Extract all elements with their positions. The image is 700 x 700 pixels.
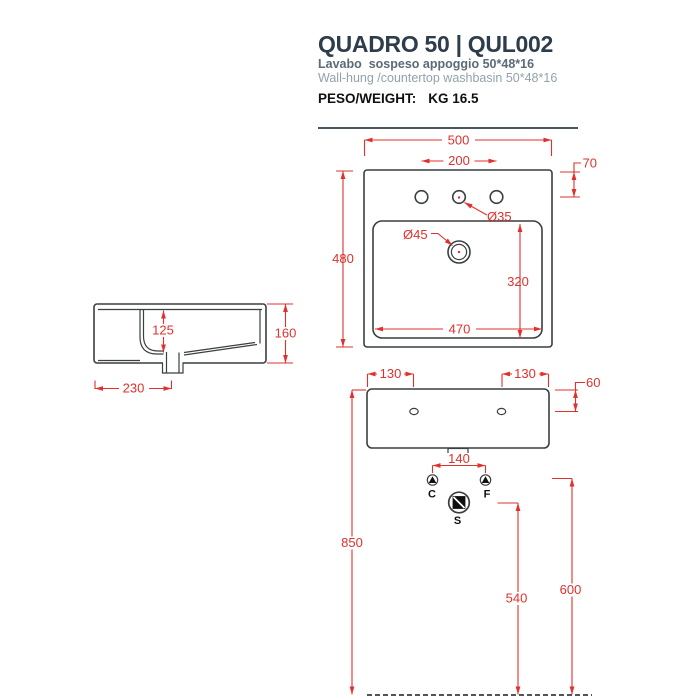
svg-text:125: 125 [152, 323, 174, 338]
drain-center-mark [457, 250, 461, 254]
dim-supply-from-floor: 600 [552, 477, 587, 695]
mount-hole-left [409, 407, 419, 416]
svg-text:F: F [484, 489, 491, 501]
svg-text:70: 70 [583, 156, 597, 171]
dim-side-drain-distance: 230 [94, 380, 173, 396]
weight-value: KG 16.5 [428, 91, 479, 106]
dim-front-hole-inset-right: 130 [501, 366, 550, 387]
cold-water-symbol: F [479, 474, 492, 501]
tap-hole-right [489, 189, 504, 205]
plan-view: 500 200 70 480 320 [332, 133, 597, 348]
svg-text:160: 160 [275, 326, 297, 341]
svg-text:Ø45: Ø45 [403, 227, 428, 242]
svg-text:600: 600 [560, 582, 582, 597]
side-bowl-slope [183, 309, 261, 356]
front-outline [366, 388, 550, 449]
side-view: 125 160 230 [93, 303, 300, 396]
dim-side-inner-depth: 125 [149, 310, 177, 353]
dim-front-hole-from-top: 60 [555, 375, 600, 413]
dim-supply-spacing: 140 [431, 451, 487, 473]
plan-bowl-rect [372, 220, 543, 339]
side-drain-stub [161, 352, 184, 374]
svg-text:540: 540 [506, 591, 528, 606]
drain-inner-circle [450, 243, 468, 261]
dim-plan-bowl-depth: 320 [507, 224, 529, 338]
svg-text:850: 850 [341, 535, 363, 550]
cold-triangle-icon [481, 476, 490, 483]
weight-row: PESO/WEIGHT: KG 16.5 [318, 91, 479, 106]
side-bowl-front-wall [139, 309, 164, 355]
description-italian: Lavabo sospeso appoggio 50*48*16 [318, 57, 535, 71]
header-divider [318, 127, 578, 129]
drain-outer-circle [447, 240, 471, 264]
weight-label: PESO/WEIGHT: [318, 91, 417, 106]
svg-text:C: C [428, 489, 436, 501]
svg-text:S: S [454, 515, 461, 527]
side-outline [93, 303, 267, 364]
dim-drain-diameter: Ø45 [403, 227, 453, 246]
tap-center-mark [457, 196, 461, 199]
svg-text:60: 60 [586, 375, 600, 390]
dim-plan-width: 500 [363, 133, 553, 156]
svg-text:200: 200 [448, 153, 470, 168]
svg-text:500: 500 [448, 133, 470, 148]
dim-plan-tap-offset: 70 [560, 156, 597, 198]
hot-water-symbol: C [426, 474, 439, 501]
svg-text:470: 470 [449, 322, 471, 337]
dim-tap-hole-diameter: Ø35 [464, 202, 512, 224]
dim-plan-depth: 480 [332, 170, 354, 348]
product-title: QUADRO 50 | QUL002 [318, 31, 553, 57]
hot-triangle-icon [428, 476, 437, 483]
waste-drain-symbol: S [447, 491, 471, 527]
tap-hole-left [414, 189, 429, 205]
svg-text:230: 230 [123, 381, 145, 396]
drain-stub-mask [163, 362, 183, 373]
dim-plan-tap-spacing: 200 [421, 153, 497, 168]
front-view: 130 130 60 140 [337, 366, 600, 696]
svg-text:480: 480 [332, 251, 354, 266]
plan-outer-rect [363, 169, 553, 348]
mount-hole-right [496, 407, 507, 416]
description-english: Wall-hung /countertop washbasin 50*48*16 [318, 71, 558, 85]
dim-rim-from-floor: 850 [337, 389, 367, 695]
svg-text:320: 320 [507, 274, 529, 289]
dim-plan-bowl-width: 470 [375, 322, 542, 337]
dim-front-hole-inset-left: 130 [366, 366, 415, 387]
dim-drain-from-floor: 540 [497, 502, 533, 695]
dim-side-height: 160 [267, 303, 300, 364]
svg-text:140: 140 [448, 451, 470, 466]
svg-text:130: 130 [380, 366, 402, 381]
svg-text:130: 130 [514, 366, 536, 381]
tap-hole-center [451, 189, 467, 205]
side-bowl-front-wall-inner [142, 309, 164, 352]
svg-text:Ø35: Ø35 [487, 209, 512, 224]
